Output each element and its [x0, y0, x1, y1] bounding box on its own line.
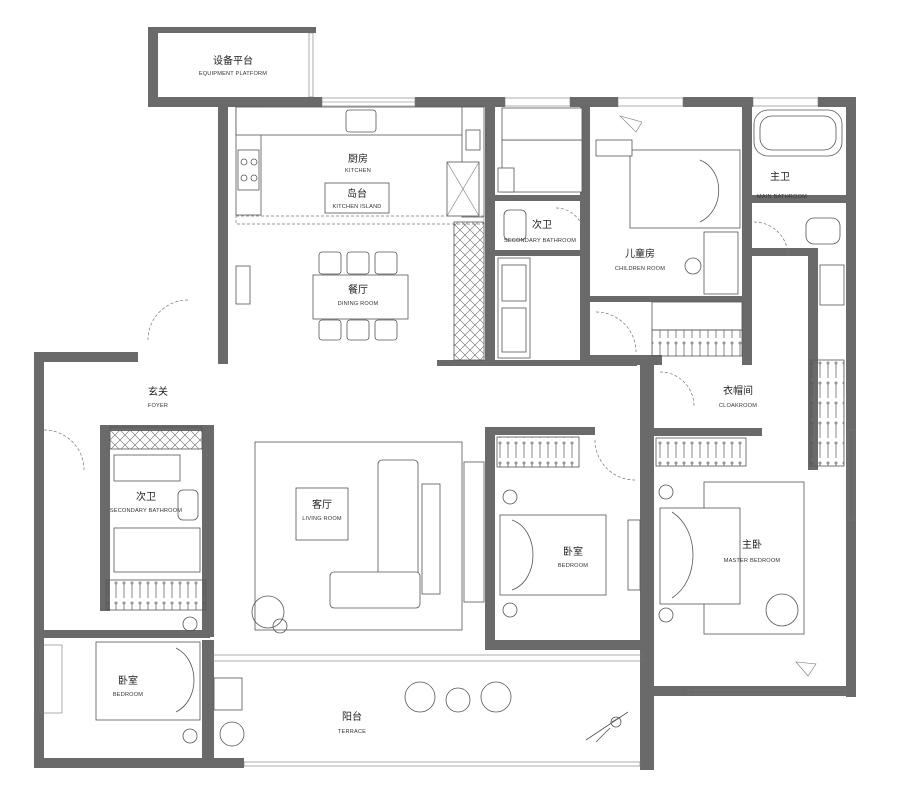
living-room-label-en: LIVING ROOM: [302, 516, 342, 522]
dining-room-label-en: DINING ROOM: [338, 301, 379, 307]
children-room: 儿童房 CHILDREN ROOM: [595, 115, 743, 357]
equipment-platform-label-en: EQUIPMENT PLATFORM: [199, 71, 267, 77]
main-bathroom: 主卫 MAIN BATHROOM: [753, 109, 845, 306]
children-room-label-en: CHILDREN ROOM: [615, 266, 665, 272]
windows: [39, 97, 855, 767]
bedroom-left-label-cn: 卧室: [118, 674, 138, 687]
dining-room: 餐厅 DINING ROOM: [312, 221, 531, 361]
foyer-label-cn: 玄关: [148, 385, 168, 398]
bedroom-center-label-en: BEDROOM: [558, 563, 588, 569]
foyer-label-en: FOYER: [148, 403, 168, 409]
kitchen-island-label-en: KITCHEN ISLAND: [332, 204, 381, 210]
secondary-bathroom-left-label-en: SECONDARY BATHROOM: [110, 508, 182, 514]
secondary-bathroom-left-label-cn: 次卫: [136, 490, 156, 503]
secondary-bathroom-top: 次卫 SECONDARY BATHROOM: [497, 107, 585, 244]
terrace-label-cn: 阳台: [342, 710, 362, 723]
secondary-bathroom-top-label-en: SECONDARY BATHROOM: [504, 238, 576, 244]
master-bedroom: 主卧 MASTER BEDROOM: [658, 481, 817, 677]
children-room-label-cn: 儿童房: [625, 247, 655, 260]
bedroom-center-label-cn: 卧室: [563, 545, 583, 558]
kitchen-island-label-cn: 岛台: [347, 187, 367, 200]
secondary-bathroom-left: 次卫 SECONDARY BATHROOM: [105, 454, 207, 611]
kitchen-label-en: KITCHEN: [345, 168, 371, 174]
main-bathroom-label-en: MAIN BATHROOM: [757, 194, 807, 200]
living-room: 客厅 LIVING ROOM: [251, 441, 485, 634]
living-room-label-cn: 客厅: [312, 498, 332, 511]
equipment-platform: 设备平台 EQUIPMENT PLATFORM: [199, 54, 267, 77]
terrace: 阳台 TERRACE: [213, 677, 629, 747]
kitchen-label-cn: 厨房: [348, 152, 368, 165]
cloakroom-label-en: CLOAKROOM: [719, 403, 757, 409]
main-bathroom-label-cn: 主卫: [770, 171, 790, 183]
master-bedroom-label-en: MASTER BEDROOM: [724, 558, 781, 564]
cloakroom-label-cn: 衣帽间: [723, 384, 753, 397]
equipment-platform-label-cn: 设备平台: [213, 54, 253, 67]
dining-room-label-cn: 餐厅: [348, 283, 368, 296]
bedroom-center: 卧室 BEDROOM: [496, 436, 641, 618]
foyer: 玄关 FOYER: [43, 265, 251, 471]
terrace-label-en: TERRACE: [338, 729, 366, 735]
secondary-bathroom-top-label-cn: 次卫: [532, 218, 552, 231]
bedroom-left: 卧室 BEDROOM: [95, 616, 201, 744]
bedroom-left-label-en: BEDROOM: [113, 692, 143, 698]
cloakroom: 衣帽间 CLOAKROOM: [655, 359, 845, 467]
kitchen: 厨房 KITCHEN 岛台 KITCHEN ISLAND: [235, 106, 485, 225]
walls: [34, 27, 856, 770]
master-bedroom-label-cn: 主卧: [742, 538, 762, 551]
